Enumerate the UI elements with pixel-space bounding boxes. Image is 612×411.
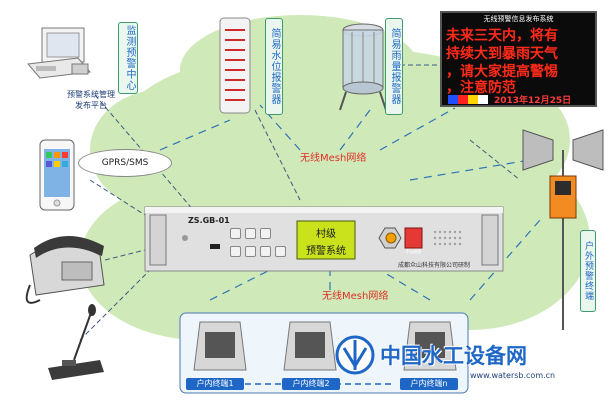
gprs-sms-bubble: GPRS/SMS [78,149,172,177]
smartphone-icon [39,139,75,211]
device-key-7 [275,246,286,257]
device-manufacturer: 成都众山科技有限公司研制 [398,262,471,269]
monitor-center-label: 监测预警中心 [118,22,138,94]
main-device [144,206,504,272]
rain-sensor-label: 简易雨量报警器 [385,18,403,115]
device-key-2 [245,228,256,239]
outdoor-terminal-label: 户外预警终端 [580,230,596,312]
water-level-sensor-icon [219,17,251,114]
device-key-1 [230,228,241,239]
device-key-4 [230,246,241,257]
indoor-terminal-1-label: 户内终端1 [186,378,244,390]
led-line-2: 持续大到暴雨天气 [446,46,558,62]
led-line-4: ，注意防范 [446,80,516,96]
platform-label: 预警系统管理 发布平台 [46,89,136,111]
watermark-logo-icon [335,335,375,375]
device-key-6 [260,246,271,257]
indoor-terminal-n-label: 户内终端n [400,378,458,390]
outdoor-terminal-icon [522,129,604,330]
led-line-3: ，请大家提高警惕 [446,64,558,80]
led-date: 2013年12月25日 [494,96,572,106]
device-red-button-label: 手动报警 [405,249,422,254]
platform-label-line2: 发布平台 [75,101,107,110]
led-line-1: 未来三天内，将有 [446,28,558,44]
computer-icon [27,27,91,79]
mesh-links [159,104,541,301]
water-sensor-label: 简易水位报警器 [265,18,283,115]
indoor-terminals-panel [179,312,469,394]
mesh-network-label-bottom: 无线Mesh网络 [322,291,389,302]
watermark-title: 中国水工设备网 [380,344,527,368]
device-key-3 [260,228,271,239]
mesh-network-label-top: 无线Mesh网络 [300,153,367,164]
platform-label-line1: 预警系统管理 [67,90,115,99]
watermark-url: www.watersb.com.cn [470,371,556,380]
microphone-icon [48,304,104,380]
device-key-5 [245,246,256,257]
led-color-swatches [448,95,488,104]
device-screen-line1: 村级 [316,229,336,240]
led-title: 无线预警信息发布系统 [483,15,554,23]
indoor-terminal-2-label: 户内终端2 [282,378,340,390]
device-screen-line2: 预警系统 [306,246,346,257]
rain-gauge-icon [339,23,387,111]
device-model: ZS.GB-01 [188,216,230,225]
telephone-icon [25,235,105,304]
led-display-board: 无线预警信息发布系统 未来三天内，将有 持续大到暴雨天气 ，请大家提高警惕 ，注… [440,11,597,107]
